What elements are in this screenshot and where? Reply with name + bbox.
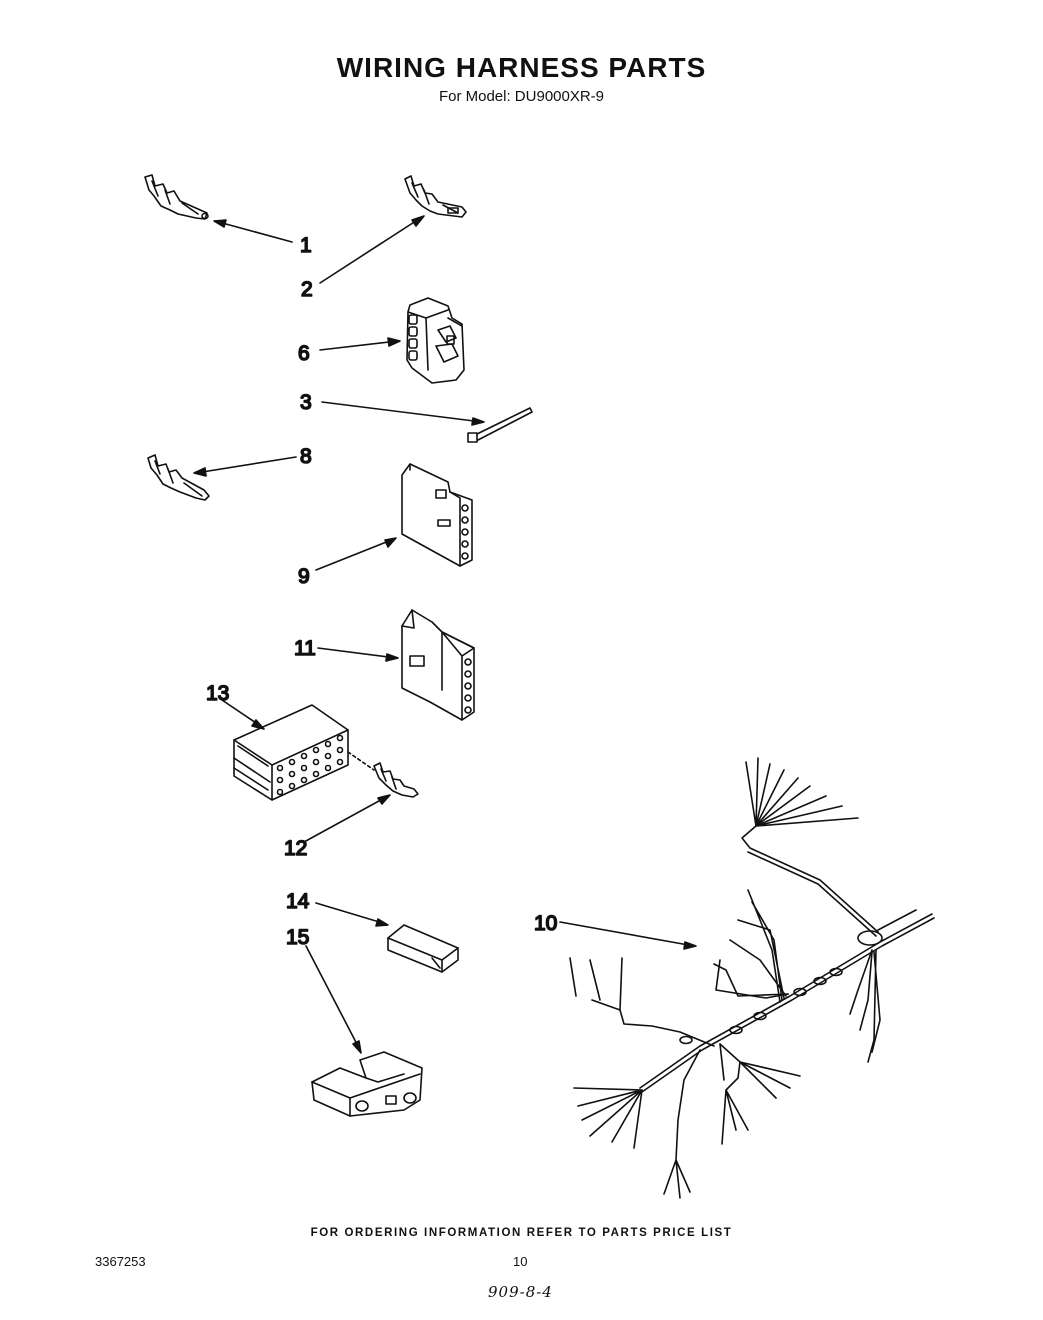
arrowhead-2: [412, 216, 424, 226]
callout-14: 14: [286, 890, 310, 913]
callout-13: 13: [206, 682, 229, 705]
arrowhead-1: [214, 220, 226, 227]
callout-2: 2: [301, 278, 313, 301]
leader-line-10: [560, 922, 694, 946]
model-subtitle: For Model: DU9000XR-9: [438, 88, 605, 105]
leader-line-3: [322, 402, 482, 422]
part-13-housing: [234, 705, 348, 800]
part-2-terminal: [405, 176, 466, 217]
part-3-cable-tie: [468, 408, 532, 442]
part-8-terminal: [148, 455, 209, 500]
page-number: 10: [513, 1254, 528, 1269]
callout-10: 10: [534, 912, 557, 935]
callout-3: 3: [300, 391, 312, 414]
wiring-harness-diagram: 1 2 6 3 8: [0, 0, 1043, 1220]
leader-line-9: [316, 539, 394, 570]
part-11-housing: [402, 610, 474, 720]
document-number: 3367253: [95, 1254, 146, 1269]
ordering-note: FOR ORDERING INFORMATION REFER TO PARTS …: [310, 1227, 733, 1239]
callout-6: 6: [298, 342, 310, 365]
part-15-bracket: [312, 1052, 422, 1116]
arrowhead-6: [388, 338, 400, 346]
leader-line-2: [320, 217, 422, 283]
arrowhead-12: [378, 795, 390, 804]
arrowhead-3: [472, 418, 484, 425]
arrowhead-11: [386, 654, 398, 661]
callout-9: 9: [298, 565, 310, 588]
part-10-wiring-harness: [570, 758, 934, 1198]
part-9-housing: [402, 464, 472, 566]
arrowhead-9: [385, 538, 396, 547]
part-1-terminal: [145, 175, 208, 219]
leader-line-15: [306, 946, 360, 1050]
leader-line-1: [215, 221, 292, 242]
dashed-guide-13-12: [348, 752, 374, 770]
arrowhead-15: [353, 1041, 361, 1053]
callout-15: 15: [286, 926, 309, 949]
callout-12: 12: [284, 837, 307, 860]
leader-line-11: [318, 648, 396, 658]
arrowhead-14: [376, 919, 388, 926]
handwritten-note: 909-8-4: [488, 1283, 553, 1301]
callout-1: 1: [300, 234, 312, 257]
part-14-clip: [388, 925, 458, 972]
callout-11: 11: [294, 637, 316, 660]
callout-8: 8: [300, 445, 312, 468]
page-title: WIRING HARNESS PARTS: [336, 52, 707, 83]
leader-line-6: [320, 341, 398, 350]
part-6-connector: [407, 298, 464, 383]
leader-line-8: [196, 457, 296, 473]
leader-line-14: [316, 903, 386, 924]
arrowhead-10: [684, 942, 696, 949]
arrowhead-8: [194, 468, 206, 476]
arrowhead-13: [252, 720, 264, 729]
leader-line-12: [304, 796, 388, 842]
part-12-terminal: [374, 763, 418, 797]
